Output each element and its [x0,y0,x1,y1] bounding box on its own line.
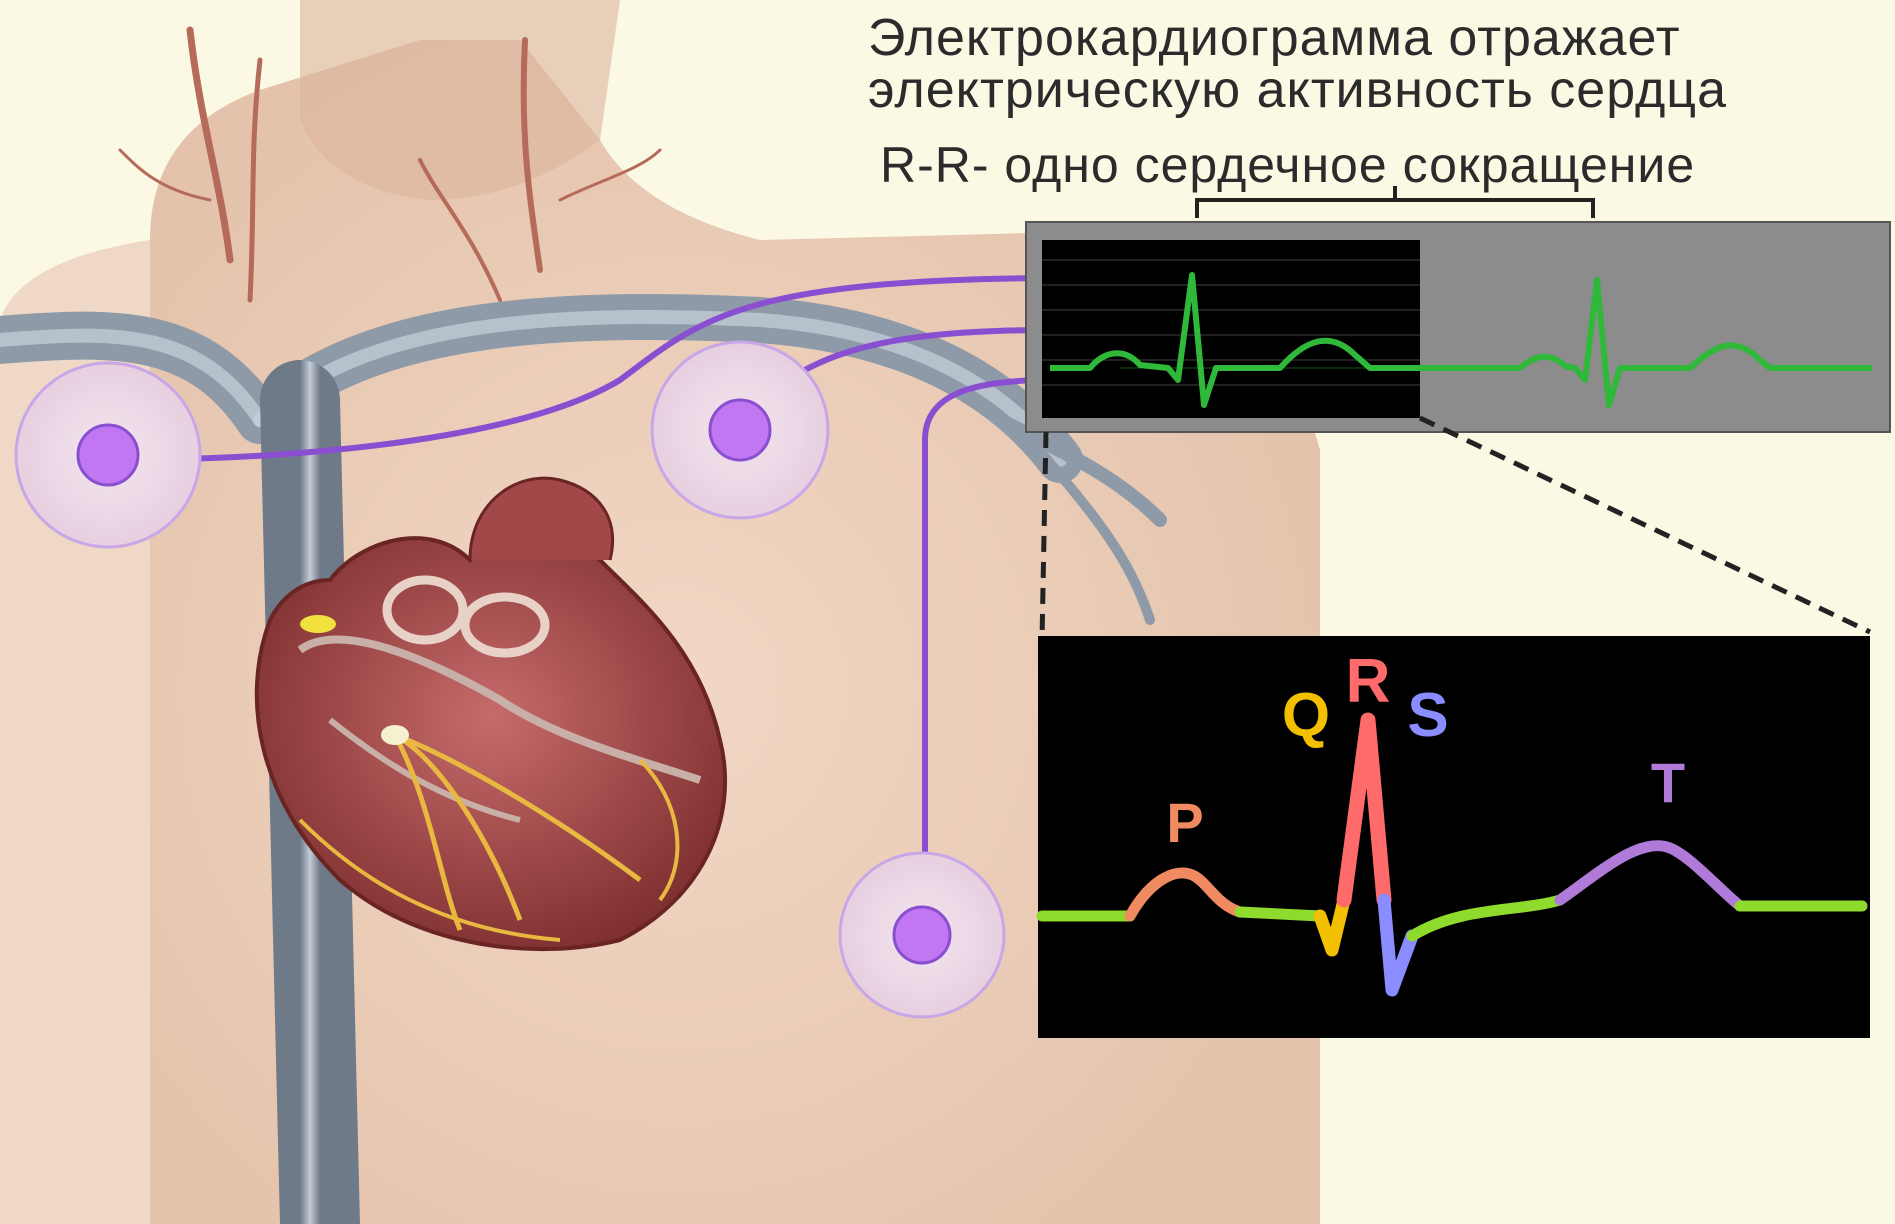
wave-label-p: P [1166,791,1203,854]
electrode-center [652,342,828,518]
electrode-left [16,363,200,547]
rr-interval-label: R-R- одно сердечное сокращение [880,140,1695,190]
av-node [381,725,409,745]
ecg-monitor [1026,186,1890,432]
sa-node [300,615,336,633]
wave-label-r: R [1346,647,1391,716]
title-line-1: Электрокардиограмма отражает [868,12,1681,64]
wave-label-s: S [1407,681,1448,750]
ecg-zoom-panel: P Q R S T [1038,636,1870,1038]
wave-label-t: T [1651,751,1685,814]
pr-segment [1240,912,1320,916]
wave-label-q: Q [1282,681,1330,750]
electrode-bottom [840,853,1004,1017]
title-line-2: электрическую активность сердца [868,64,1727,116]
